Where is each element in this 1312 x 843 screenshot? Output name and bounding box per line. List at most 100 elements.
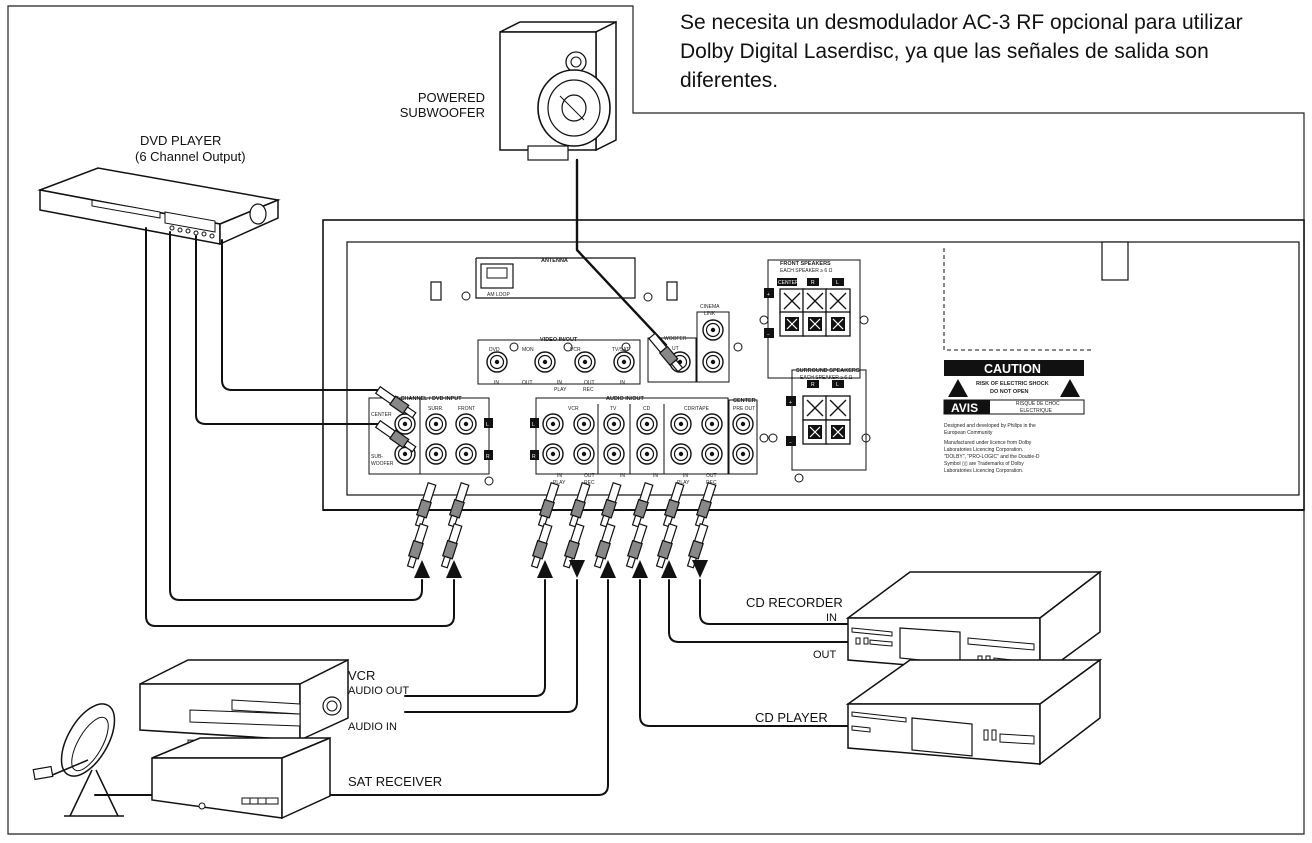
audio-r-mark: R bbox=[532, 454, 536, 460]
video-jacks bbox=[477, 339, 641, 385]
signal-arrows bbox=[414, 560, 708, 578]
front-speakers-sub: EACH SPEAKER ≥ 6 Ω bbox=[780, 268, 833, 274]
credits-6: Symbol ▯▯ are Trademarks of Dolby bbox=[944, 461, 1024, 467]
cables bbox=[94, 158, 851, 796]
six-front: FRONT bbox=[458, 406, 475, 412]
dolby-note-line-2: Dolby Digital Laserdisc, ya que las seña… bbox=[680, 40, 1209, 63]
sat-receiver-label: SAT RECEIVER bbox=[348, 774, 442, 789]
video-mon: MON bbox=[522, 347, 534, 353]
surround-plus: + bbox=[789, 400, 792, 406]
front-l-label: L bbox=[836, 280, 839, 286]
six-center: CENTER bbox=[371, 412, 392, 418]
surround-speakers-sub: EACH SPEAKER ≥ 6 Ω bbox=[800, 375, 853, 381]
dvd-player-sublabel: (6 Channel Output) bbox=[135, 149, 246, 164]
dolby-note: Se necesita un desmodulador AC-3 RF opci… bbox=[680, 8, 1300, 95]
front-center-label: CENTER bbox=[778, 280, 799, 286]
front-plus: + bbox=[767, 292, 770, 298]
caution-label bbox=[943, 360, 1085, 415]
diagram-border bbox=[7, 5, 1305, 835]
video-in-2: IN bbox=[557, 380, 562, 386]
powered-subwoofer bbox=[499, 20, 617, 161]
audio-out-1: OUT bbox=[584, 473, 595, 479]
vcr-audio-out: AUDIO OUT bbox=[348, 685, 409, 697]
audio-play-2: PLAY bbox=[677, 480, 690, 486]
woofer-label: WOOFER bbox=[664, 336, 687, 342]
cd-recorder-in: IN bbox=[826, 612, 837, 624]
link-label: LINK bbox=[704, 311, 716, 317]
am-loop-label: AM LOOP bbox=[487, 292, 510, 298]
video-out-1: OUT bbox=[522, 380, 533, 386]
video-in-3: IN bbox=[620, 380, 625, 386]
audio-rec-1: REC bbox=[584, 480, 595, 486]
credits-7: Laboratories Licencing Corporation. bbox=[944, 468, 1023, 474]
credits-2: European Community bbox=[944, 430, 993, 436]
six-woofer: WOOFER bbox=[371, 461, 394, 467]
credits-3: Manufactured under licence from Dolby bbox=[944, 440, 1032, 446]
front-speakers-label: FRONT SPEAKERS bbox=[780, 261, 831, 267]
audio-cdr: CDR/TAPE bbox=[684, 406, 710, 412]
six-channel-label: 6 CHANNEL / DVD INPUT bbox=[396, 396, 462, 402]
audio-cd: CD bbox=[643, 406, 651, 412]
caution-title: CAUTION bbox=[984, 362, 1041, 376]
front-speakers bbox=[764, 259, 861, 379]
cd-player bbox=[845, 658, 1103, 766]
audio-vcr: VCR bbox=[568, 406, 579, 412]
cd-recorder-label: CD RECORDER bbox=[746, 595, 843, 610]
dvd-player-label: DVD PLAYER bbox=[140, 133, 221, 148]
credits-5: "DOLBY", "PRO-LOGIC" and the Double-D bbox=[944, 454, 1040, 460]
six-l-mark: L bbox=[486, 422, 489, 428]
six-sub: SUB- bbox=[371, 454, 383, 460]
pre-out-label: PRE OUT bbox=[733, 406, 755, 412]
vcr-label: VCR bbox=[348, 668, 375, 683]
video-dvd: DVD bbox=[489, 347, 500, 353]
subwoofer-label-2: SUBWOOFER bbox=[400, 105, 485, 120]
audio-rec-2: REC bbox=[706, 480, 717, 486]
antenna-label: ANTENNA bbox=[541, 258, 568, 264]
front-minus: − bbox=[767, 332, 770, 338]
audio-l-mark: L bbox=[532, 422, 535, 428]
caution-avis-2: ELECTRIQUE bbox=[1020, 408, 1053, 414]
vcr bbox=[139, 658, 349, 753]
six-surr: SURR. bbox=[428, 406, 444, 412]
surround-l-label: L bbox=[836, 382, 839, 388]
caution-risk-2: DO NOT OPEN bbox=[990, 389, 1029, 395]
dolby-note-line-3: diferentes. bbox=[680, 69, 779, 92]
subwoofer-out bbox=[647, 311, 730, 383]
video-out-2: OUT bbox=[584, 380, 595, 386]
subwoofer-label-1: POWERED bbox=[418, 90, 485, 105]
dvd-player bbox=[37, 167, 281, 246]
vcr-audio-in: AUDIO IN bbox=[348, 721, 397, 733]
audio-tv: TV bbox=[610, 406, 617, 412]
video-in-out-label: VIDEO IN/OUT bbox=[540, 337, 578, 343]
caution-avis-1: RISQUE DE CHOC bbox=[1016, 401, 1060, 407]
dolby-note-line-1: Se necesita un desmodulador AC-3 RF opci… bbox=[680, 11, 1243, 34]
video-rec: REC bbox=[583, 387, 594, 393]
satellite-dish-icon bbox=[32, 703, 124, 817]
audio-in-out bbox=[530, 397, 778, 475]
six-r-mark: R bbox=[486, 454, 490, 460]
center-label: CENTER bbox=[733, 398, 756, 404]
surround-speakers-label: SURROUND SPEAKERS bbox=[796, 368, 860, 374]
audio-in-2: IN bbox=[620, 473, 625, 479]
woofer-out-label: UT bbox=[672, 346, 679, 352]
surround-minus: − bbox=[789, 440, 792, 446]
credits-1: Designed and developed by Philips in the bbox=[944, 423, 1036, 429]
six-channel-input bbox=[368, 397, 493, 475]
caution-avis: AVIS bbox=[951, 401, 978, 415]
audio-play-1: PLAY bbox=[553, 480, 566, 486]
audio-out-2: OUT bbox=[706, 473, 717, 479]
caution-risk-1: RISK OF ELECTRIC SHOCK bbox=[976, 381, 1049, 387]
cd-recorder-out: OUT bbox=[813, 649, 837, 661]
video-in-1: IN bbox=[494, 380, 499, 386]
video-play: PLAY bbox=[554, 387, 567, 393]
surround-r-label: R bbox=[811, 382, 815, 388]
video-vcr: VCR bbox=[570, 347, 581, 353]
credits-4: Laboratories Licencing Corporation. bbox=[944, 447, 1023, 453]
front-r-label: R bbox=[811, 280, 815, 286]
audio-in-4: IN bbox=[683, 473, 688, 479]
surround-speakers bbox=[786, 369, 867, 471]
video-tvsat: TV/SAT bbox=[612, 347, 629, 353]
cinema-label: CINEMA bbox=[700, 304, 720, 310]
audio-in-1: IN bbox=[557, 473, 562, 479]
